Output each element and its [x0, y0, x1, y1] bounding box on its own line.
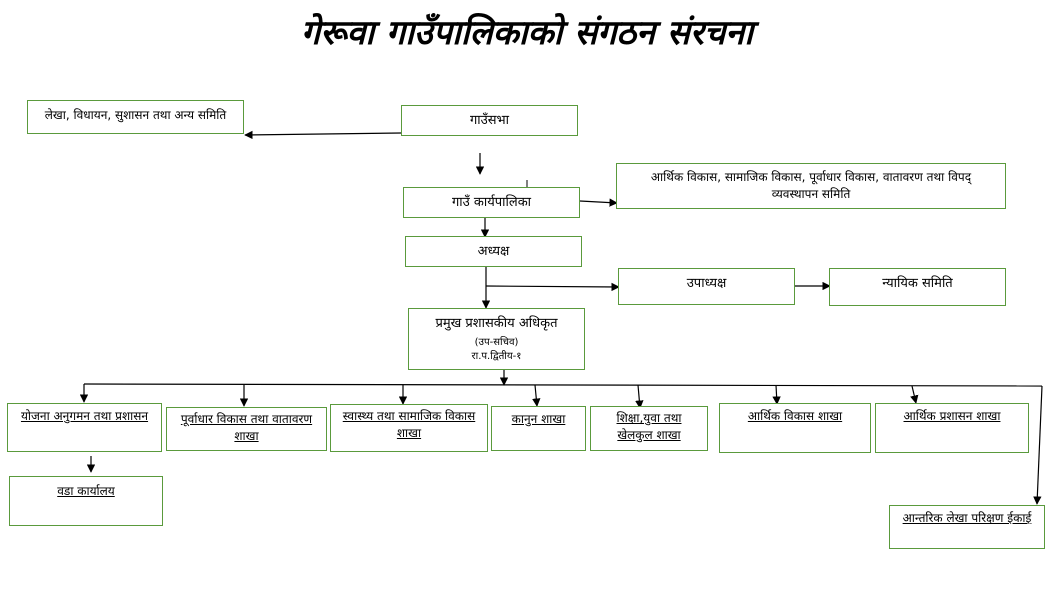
arrow-executive-to-committee	[579, 198, 618, 207]
branch-education-box: शिक्षा,युवा तथा खेलकुल शाखा	[590, 406, 708, 451]
chair-box: अध्यक्ष	[405, 236, 582, 267]
arrow-to-branch-6	[772, 384, 781, 405]
branch-health-label: स्वास्थ्य तथा सामाजिक विकास शाखा	[342, 409, 476, 440]
vice-chair-box: उपाध्यक्ष	[618, 268, 795, 305]
cao-subtitle: (उप-सचिव)	[474, 337, 519, 348]
committee-accounts-label: लेखा, विधायन, सुशासन तथा अन्य समिति	[44, 108, 227, 122]
ward-office-label: वडा कार्यालय	[57, 484, 115, 498]
arrow-to-internal-audit	[1033, 385, 1043, 505]
branch-planning-label: योजना अनुगमन तथा प्रशासन	[20, 409, 149, 423]
committee-development-label: आर्थिक विकास, सामाजिक विकास, पूर्वाधार व…	[650, 170, 972, 201]
branch-infrastructure-label: पूर्वाधार विकास तथा वातावरण शाखा	[180, 412, 313, 443]
cao-box: प्रमुख प्रशासकीय अधिकृत (उप-सचिव) रा.प.द…	[408, 308, 585, 370]
branch-planning-box: योजना अनुगमन तथा प्रशासन	[7, 403, 162, 452]
committee-development-box: आर्थिक विकास, सामाजिक विकास, पूर्वाधार व…	[616, 163, 1006, 209]
chair-label: अध्यक्ष	[477, 244, 510, 259]
branch-bus	[83, 383, 1043, 387]
cao-title: प्रमुख प्रशासकीय अधिकृत	[435, 316, 558, 331]
executive-label: गाउँ कार्यपालिका	[451, 195, 532, 210]
vice-chair-label: उपाध्यक्ष	[686, 276, 727, 291]
diagram-title: गेरूवा गाउँपालिकाको संगठन संरचना	[300, 13, 754, 53]
committee-accounts-box: लेखा, विधायन, सुशासन तथा अन्य समिति	[27, 100, 244, 134]
gaunsabha-label: गाउँसभा	[469, 113, 510, 128]
judicial-label: न्यायिक समिति	[882, 276, 953, 291]
branch-law-label: कानुन शाखा	[511, 412, 566, 426]
arrow-sabha-to-committee	[244, 130, 402, 140]
arrow-to-branch-4	[532, 384, 541, 407]
executive-box: गाउँ कार्यपालिका	[403, 187, 580, 218]
cao-grade: रा.प.द्वितीय-१	[471, 351, 522, 362]
arrow-to-branch-5	[635, 384, 644, 409]
arrow-chair-to-vice	[485, 282, 620, 292]
ward-office-box: वडा कार्यालय	[9, 476, 163, 526]
arrow-to-branch-7	[910, 385, 919, 404]
branch-finance-box: आर्थिक प्रशासन शाखा	[875, 403, 1029, 453]
internal-audit-label: आन्तरिक लेखा परिक्षण ईकाई	[902, 511, 1032, 525]
branch-health-box: स्वास्थ्य तथा सामाजिक विकास शाखा	[330, 404, 488, 452]
judicial-box: न्यायिक समिति	[829, 268, 1006, 306]
gaunsabha-box: गाउँसभा	[401, 105, 578, 136]
branch-education-label: शिक्षा,युवा तथा खेलकुल शाखा	[616, 411, 682, 442]
internal-audit-box: आन्तरिक लेखा परिक्षण ईकाई	[889, 505, 1045, 549]
branch-finance-label: आर्थिक प्रशासन शाखा	[903, 409, 1001, 423]
branch-infrastructure-box: पूर्वाधार विकास तथा वातावरण शाखा	[166, 407, 327, 451]
branch-economic-dev-label: आर्थिक विकास शाखा	[747, 409, 843, 423]
branch-law-box: कानुन शाखा	[491, 406, 586, 451]
branch-economic-dev-box: आर्थिक विकास शाखा	[719, 403, 871, 453]
